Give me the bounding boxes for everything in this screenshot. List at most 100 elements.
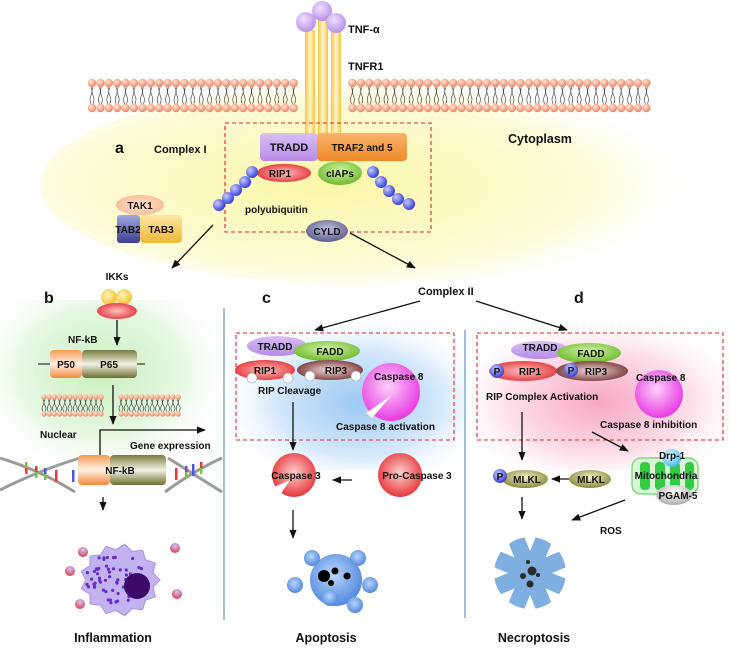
vesicle: [65, 566, 75, 576]
phospho-label-rip1: P: [494, 367, 501, 378]
lipid-head: [600, 103, 609, 113]
lipid-head: [213, 78, 223, 88]
lipid-head: [146, 78, 155, 88]
mitochondria: [631, 457, 699, 495]
lipid-head: [118, 411, 124, 417]
cyld-protein: [306, 220, 348, 242]
inflammatory-cell: [65, 543, 182, 617]
mitochondria-label: Mitochondria: [635, 471, 698, 482]
lipid-head: [566, 78, 575, 88]
pmlkl-protein: [502, 470, 548, 488]
lipid-head: [415, 78, 424, 88]
lipid-head: [373, 103, 382, 113]
lipid-head: [67, 394, 73, 400]
lipid-head: [255, 103, 265, 113]
tradd-label-d: TRADD: [523, 343, 558, 354]
lipid-head: [381, 103, 391, 113]
lipid-head: [524, 78, 533, 88]
lipid-head: [72, 411, 78, 417]
phospho-icon-rip3: [564, 363, 578, 377]
lipid-head: [255, 78, 265, 88]
lipid-head: [96, 78, 105, 88]
polyubiquitin-chain-right: [367, 166, 415, 210]
lipid-head: [123, 411, 129, 417]
lipid-head: [398, 103, 407, 113]
lipid-head: [239, 78, 248, 88]
lipid-head: [62, 411, 68, 417]
lipid-head: [129, 103, 139, 113]
cell-membrane: [87, 78, 651, 113]
lipid-head: [62, 394, 68, 400]
lipid-head: [575, 103, 584, 113]
lipid-head: [549, 78, 559, 88]
necrotic-cell: [494, 537, 566, 609]
lipid-head: [197, 103, 206, 113]
lipid-head: [281, 78, 290, 88]
pro-caspase3: [378, 453, 422, 497]
lipid-head: [170, 394, 176, 400]
lipid-head: [533, 78, 542, 88]
lipid-head: [617, 78, 626, 88]
lipid-head: [205, 78, 214, 88]
lipid-head: [222, 78, 231, 88]
lipid-head: [170, 411, 176, 417]
lipid-head: [491, 78, 500, 88]
rip1-label: RIP1: [269, 169, 292, 180]
lipid-head: [205, 103, 214, 113]
polyubiquitin-label: polyubiquitin: [245, 205, 308, 216]
gene-expression-arrow: [99, 426, 206, 458]
lipid-head: [72, 394, 78, 400]
lipid-head: [222, 103, 231, 113]
tradd-protein: [260, 133, 318, 161]
lipid-head: [121, 103, 130, 113]
lipid-head: [87, 103, 97, 113]
lipid-head: [188, 103, 197, 113]
lipid-head: [390, 103, 399, 113]
lipid-head: [432, 103, 441, 113]
lipid-head: [113, 78, 122, 88]
lipid-head: [41, 394, 47, 400]
vesicle: [78, 547, 88, 557]
rip3-label-d: RIP3: [585, 367, 608, 378]
phospho-icon-mlkl: [493, 469, 507, 483]
lipid-head: [138, 78, 147, 88]
fadd-protein-d: [557, 343, 621, 363]
lipid-head: [180, 78, 189, 88]
pgam5-label: PGAM-5: [659, 491, 698, 502]
lipid-head: [230, 78, 239, 88]
lipid-head: [272, 103, 281, 113]
lipid-head: [144, 394, 150, 400]
lipid-head: [423, 78, 433, 88]
lipid-head: [407, 78, 416, 88]
lipid-head: [144, 411, 150, 417]
caspase8-inhibition-label: Caspase 8 inhibition: [600, 420, 697, 431]
lipid-head: [88, 411, 94, 417]
lipid-head: [264, 78, 273, 88]
lipid-head: [98, 411, 104, 417]
complex-ii-label: Complex II: [418, 286, 474, 298]
ros-label: ROS: [600, 526, 622, 537]
lipid-head: [474, 78, 483, 88]
lipid-head: [180, 103, 189, 113]
caspase8-activation-label: Caspase 8 activation: [336, 422, 435, 433]
caspase8-cleavage-wedge: [366, 395, 392, 418]
complex-ii-apoptosis-box: [235, 332, 455, 441]
ikks-complex: [97, 289, 137, 319]
lipid-head: [51, 394, 58, 400]
tnfr1-receptor: [305, 20, 341, 140]
lipid-head: [104, 103, 114, 113]
phospho-label-rip3: P: [568, 366, 575, 377]
mlkl-label: MLKL: [577, 475, 605, 486]
lipid-head: [507, 103, 517, 113]
lipid-head: [104, 78, 114, 88]
nfkb-p50-dna: [78, 455, 110, 485]
caspase8-label-c: Caspase 8: [374, 372, 424, 383]
rip3-label-c: RIP3: [325, 366, 348, 377]
nfkb-label: NF-kB: [68, 335, 97, 346]
lipid-head: [482, 103, 491, 113]
tnf-alpha-ligand: [296, 1, 346, 33]
lipid-head: [46, 411, 52, 417]
lipid-head: [155, 78, 164, 88]
caspase8-d: [635, 370, 683, 418]
